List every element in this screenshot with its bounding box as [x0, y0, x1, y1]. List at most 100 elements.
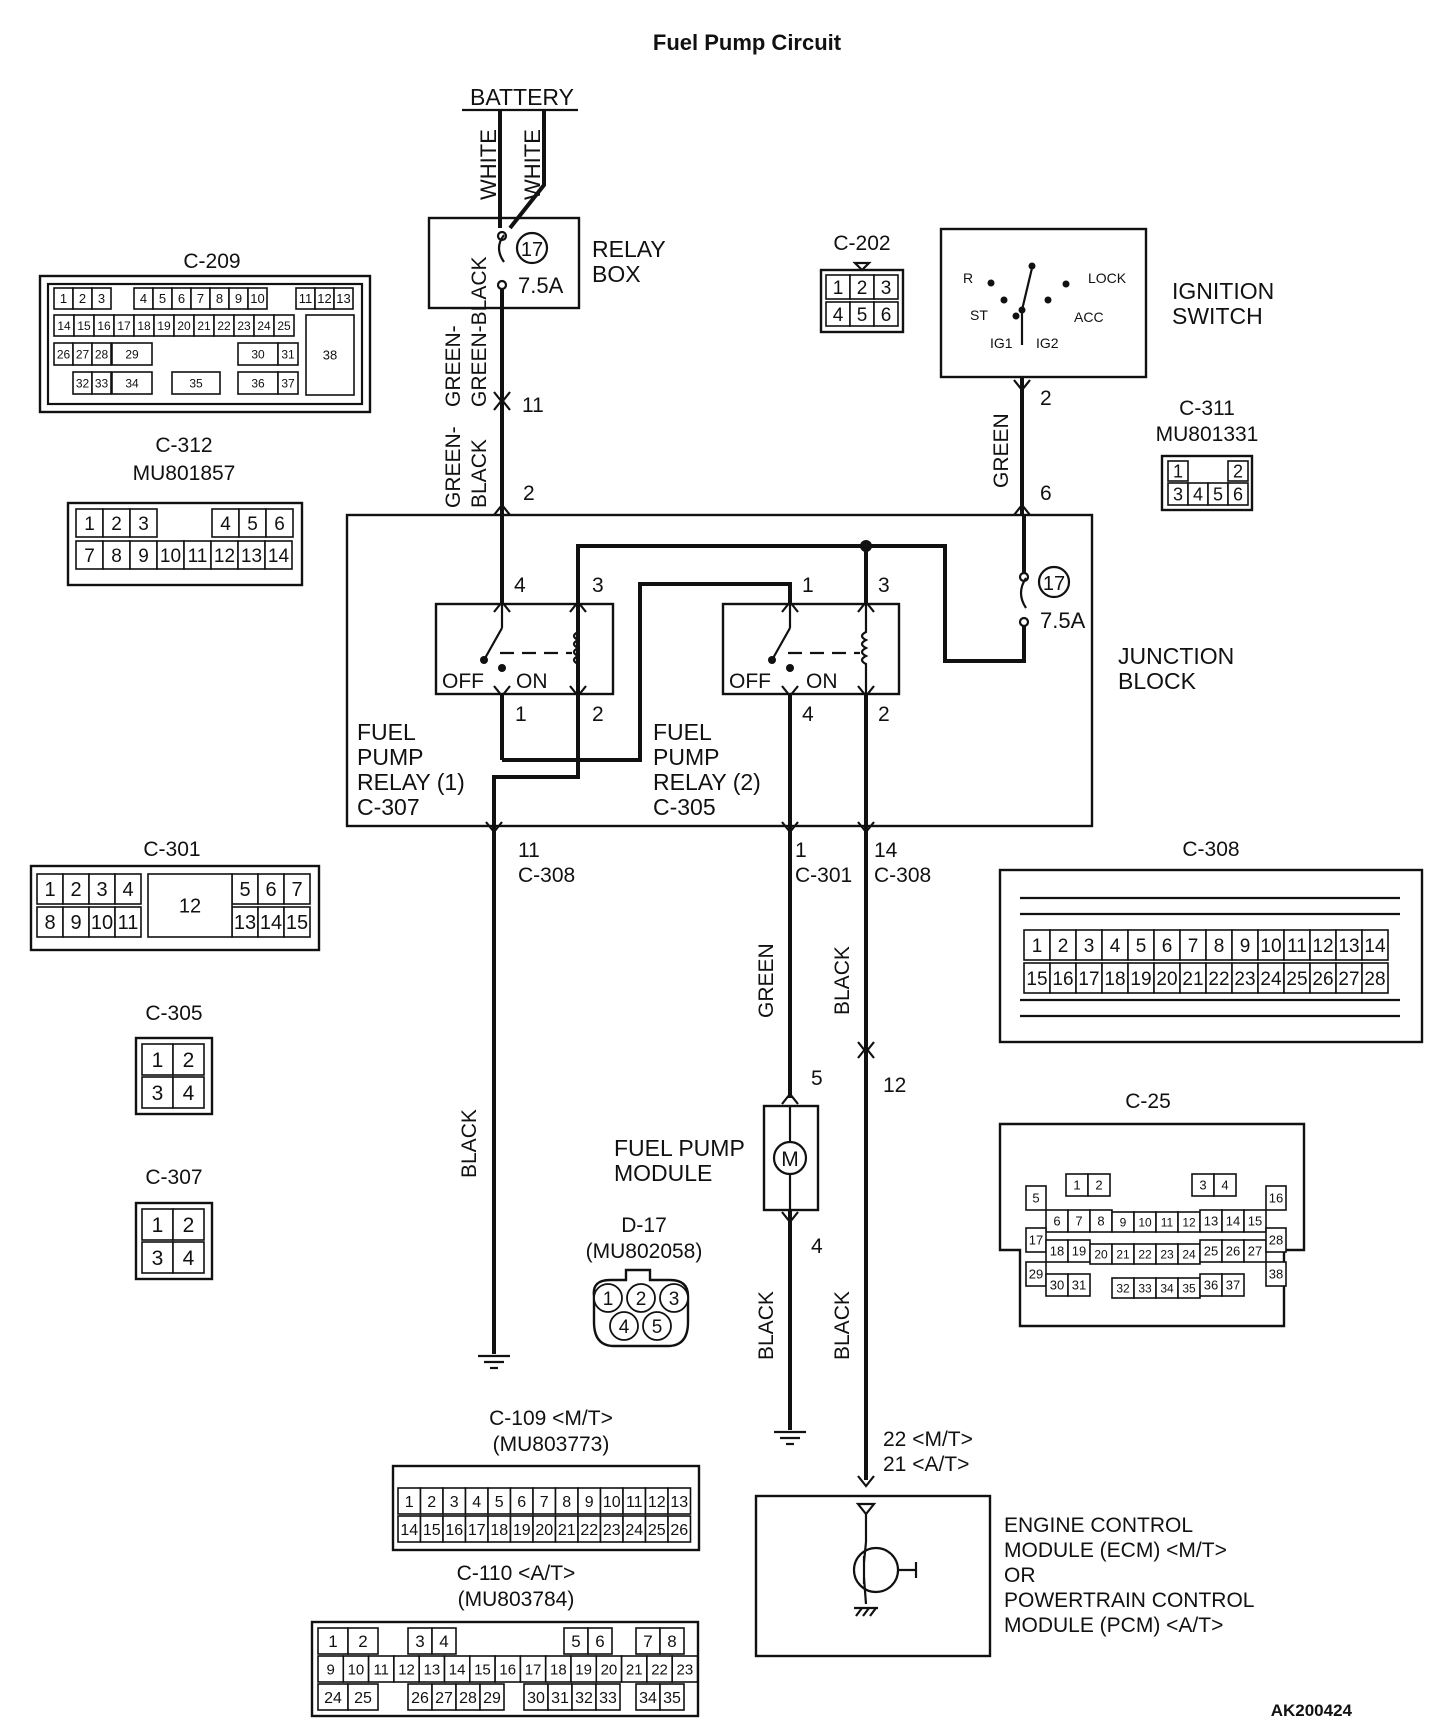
c110-pin-11-cell [367, 1655, 395, 1683]
connector-c301 [29, 864, 321, 952]
c308-pin-2-cell [1049, 929, 1077, 961]
ecm-label-4: POWERTRAIN CONTROL [1004, 1589, 1254, 1612]
c110-pin-29-cell [479, 1683, 505, 1711]
c307-pin-2: 2 [183, 1214, 195, 1237]
c308-pin-28-cell [1361, 962, 1389, 994]
fuel-pump-label-2: MODULE [614, 1160, 712, 1186]
c312-pin-3: 3 [138, 514, 149, 535]
c25-pin-28-cell [1265, 1227, 1287, 1253]
relay1-label-2: PUMP [357, 744, 423, 770]
c25-pin-1: 1 [1073, 1178, 1080, 1193]
d17-pin-2: 2 [636, 1289, 647, 1310]
c209-pin-31-cell [277, 342, 299, 366]
d17-label-1: D-17 [621, 1214, 667, 1237]
c307-pin-4: 4 [183, 1247, 195, 1270]
ign-contact-acc [1062, 280, 1070, 288]
pin-jb-2: 2 [523, 482, 535, 505]
c110-pin-20-cell [595, 1655, 623, 1683]
c311-pin-6-cell [1227, 482, 1249, 506]
c202-pin-2-cell [849, 274, 875, 300]
c209-pin-18: 18 [137, 319, 151, 333]
c209-pin-20: 20 [177, 319, 191, 333]
c209-pin-29: 29 [125, 347, 139, 361]
c209-pin-25: 25 [277, 319, 291, 333]
pump-pin-5: 5 [811, 1067, 823, 1090]
c209-pin-27: 27 [76, 347, 90, 361]
r1-pin-4: 4 [514, 574, 526, 597]
ign-pos-ig1: IG1 [990, 335, 1013, 351]
c110-pin-18: 18 [550, 1661, 567, 1678]
c110-pin-10-cell [342, 1655, 370, 1683]
wire-label-black-pump-gnd: BLACK [755, 1291, 778, 1360]
c307-pin-4-cell [172, 1241, 205, 1274]
c25-pin-26: 26 [1226, 1244, 1240, 1259]
wire-label-green-black-2: GREEN- [442, 426, 465, 508]
c109-pin-25: 25 [648, 1522, 666, 1539]
r1-on-dot [498, 664, 506, 672]
c109-pin-19: 19 [513, 1522, 531, 1539]
c25-pin-30: 30 [1050, 1278, 1064, 1293]
pin-rb-11: 11 [522, 394, 544, 417]
c110-pin-28: 28 [459, 1690, 477, 1707]
c308-pin-17: 17 [1078, 969, 1099, 990]
c110-pin-17: 17 [525, 1661, 542, 1678]
c209-pin-36: 36 [251, 376, 265, 390]
c25-pin-14: 14 [1226, 1214, 1240, 1229]
c110-pin-34-cell [635, 1683, 661, 1711]
d17-pin-4: 4 [619, 1317, 630, 1338]
c25-pin-35: 35 [1182, 1281, 1196, 1295]
c308-pin-7-cell [1179, 929, 1207, 961]
ecm-12-marker [857, 1041, 875, 1054]
c308-pin-2: 2 [1058, 936, 1069, 957]
c312-pin-5: 5 [247, 514, 258, 535]
c308-pin-10: 10 [1260, 936, 1281, 957]
c110-pin-24: 24 [324, 1690, 342, 1707]
c301-pin-3: 3 [96, 879, 107, 901]
c312-label-1: C-312 [155, 434, 212, 457]
out-conn-c308-b: C-308 [874, 864, 931, 887]
fuel-pump-relay-2 [721, 602, 901, 696]
c110-pin-21: 21 [626, 1661, 643, 1678]
c25-pin-3: 3 [1199, 1178, 1206, 1193]
c311-label-2: MU801331 [1156, 423, 1259, 446]
ecm-12-marker-b [857, 1046, 875, 1059]
ecm-input-marker [857, 1475, 875, 1488]
ecm-pin-21: 21 <A/T> [883, 1453, 969, 1476]
c25-pin-38-cell [1265, 1261, 1287, 1287]
c25-pin-31: 31 [1072, 1278, 1086, 1293]
c25-pin-33: 33 [1138, 1281, 1152, 1295]
c110-pin-19: 19 [575, 1661, 592, 1678]
r2-on: ON [806, 670, 838, 693]
relay2-label-4: C-305 [653, 794, 716, 820]
c308-pin-22-cell [1205, 962, 1233, 994]
c110-pin-20: 20 [601, 1661, 618, 1678]
c110-pin-32-cell [571, 1683, 597, 1711]
c301-pin-9: 9 [70, 912, 81, 934]
c312-pin-10-cell [156, 540, 185, 570]
c209-pin-13: 13 [336, 291, 350, 306]
c110-pin-7-cell [635, 1627, 661, 1655]
c308-pin-28: 28 [1364, 969, 1385, 990]
wire-label-green-black-1b: GREEN-BLACK [468, 256, 491, 407]
ecm-transistor-circle [852, 1546, 900, 1594]
c109-label-2: (MU803773) [493, 1433, 610, 1456]
c301-pin-12-cell [147, 873, 233, 938]
c110-pin-35: 35 [663, 1690, 681, 1707]
r1-switch-arm [483, 627, 503, 661]
c209-pin-21: 21 [197, 319, 211, 333]
c109-pin-23: 23 [603, 1522, 621, 1539]
jb-fuse-element [1019, 577, 1027, 609]
jb-fuse-rating: 7.5A [1040, 608, 1086, 633]
connector-c202 [819, 268, 905, 334]
c209-pin-34: 34 [125, 376, 139, 390]
c305-pin-3: 3 [152, 1082, 164, 1105]
c110-pin-13-cell [418, 1655, 446, 1683]
c25-pin-34: 34 [1160, 1281, 1174, 1295]
ign-contact-ig2 [1044, 296, 1052, 304]
c311-pin-1-cell [1167, 460, 1189, 482]
c25-pin-8: 8 [1097, 1214, 1104, 1229]
